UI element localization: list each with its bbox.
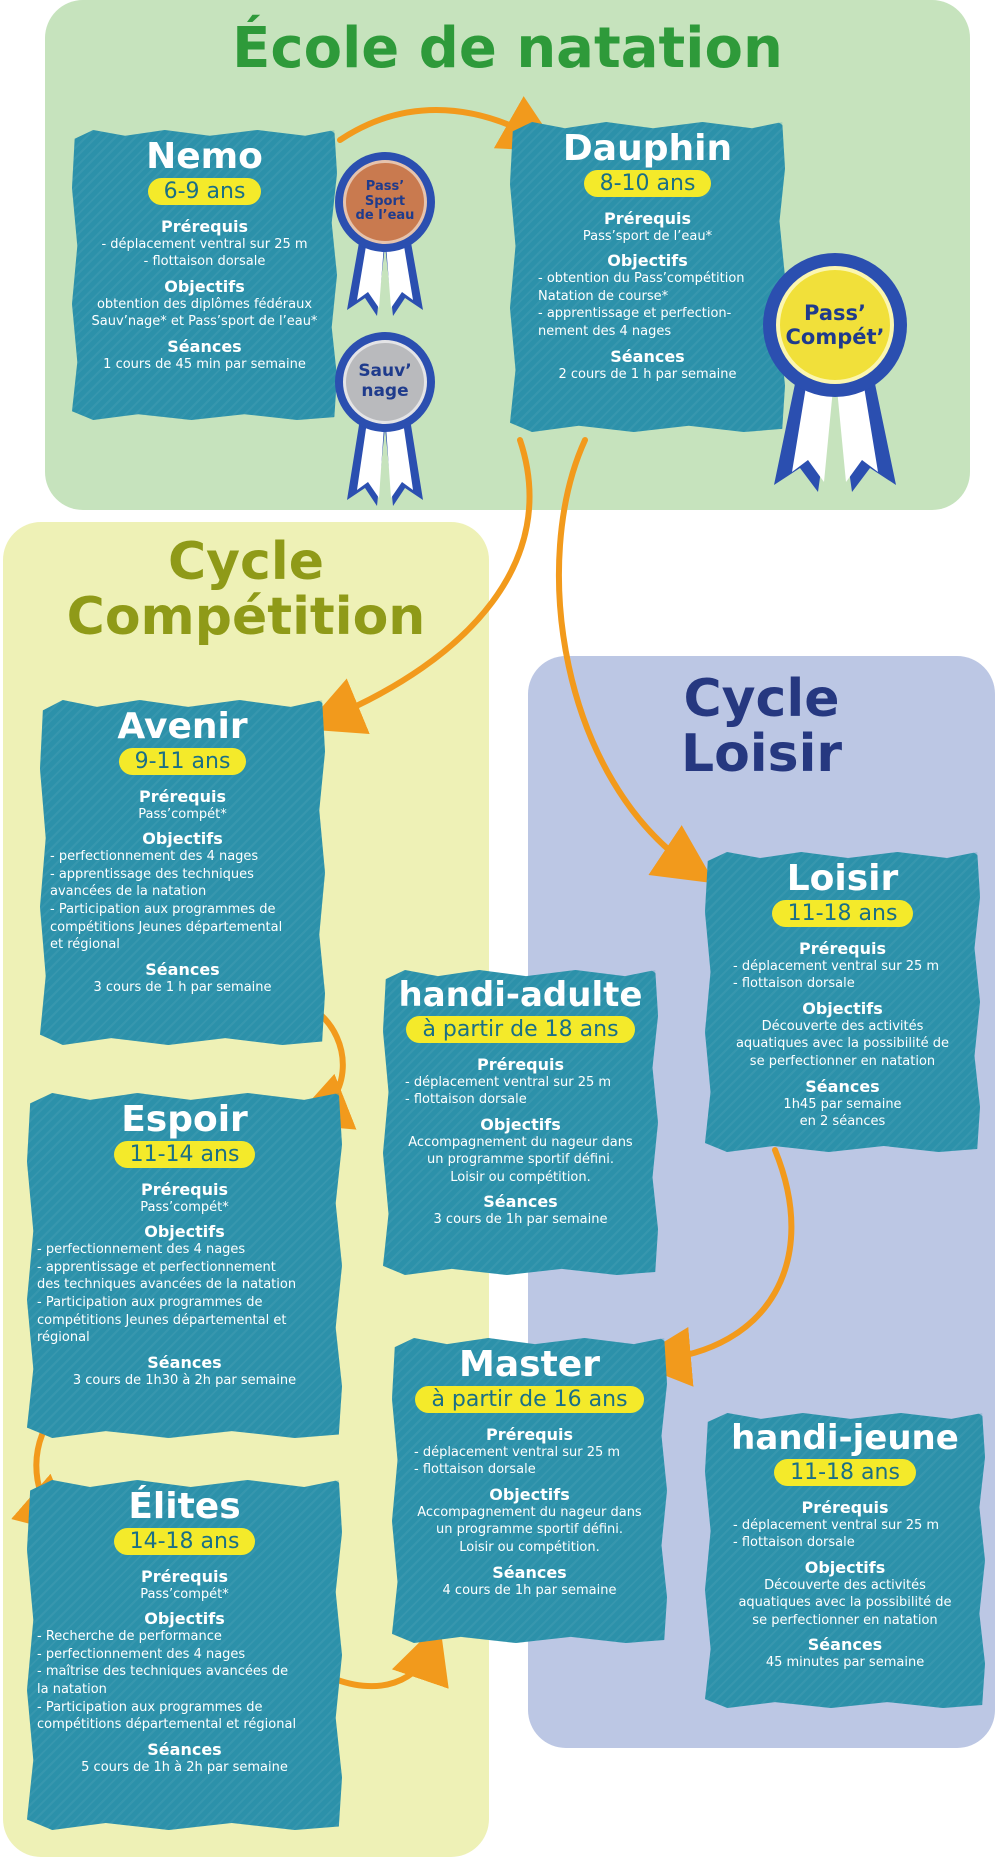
age-badge: à partir de 16 ans: [415, 1385, 644, 1413]
age-badge: 8-10 ans: [583, 169, 712, 197]
card-loisir: Loisir 11-18 ans Prérequis - déplacement…: [705, 852, 980, 1152]
age-badge: 9-11 ans: [118, 747, 247, 775]
prereq-text: Pass’compét*: [138, 806, 227, 822]
arrow-loisir-master: [631, 1147, 795, 1387]
objectifs-text: Accompagnement du nageur dans un program…: [417, 1504, 642, 1555]
loisir-title: Cycle Loisir: [680, 669, 843, 784]
objectifs-text: - obtention du Pass’compétition Natation…: [538, 271, 745, 339]
card-title: Espoir: [121, 1099, 248, 1140]
objectifs-heading: Objectifs: [164, 276, 245, 296]
prereq-heading: Prérequis: [798, 938, 887, 958]
objectifs-text: Découverte des activités aquatiques avec…: [735, 1018, 950, 1069]
prereq-text: - déplacement ventral sur 25 m - flottai…: [733, 958, 940, 992]
card-nemo: Nemo 6-9 ans Prérequis - déplacement ven…: [72, 130, 337, 420]
prereq-heading: Prérequis: [476, 1054, 565, 1074]
objectifs-text: - perfectionnement des 4 nages - apprent…: [37, 1242, 297, 1346]
objectifs-text: - Recherche de performance - perfectionn…: [37, 1629, 297, 1733]
prereq-heading: Prérequis: [140, 1566, 229, 1586]
objectifs-heading: Objectifs: [142, 829, 223, 849]
prereq-text: Pass’sport de l’eau*: [582, 228, 713, 244]
age-badge: 11-18 ans: [774, 1458, 916, 1486]
age-badge: 11-14 ans: [113, 1140, 256, 1168]
card-title: Avenir: [117, 706, 248, 747]
seances-heading: Séances: [483, 1192, 558, 1212]
card-title: Master: [459, 1344, 600, 1385]
card-title: Élites: [128, 1486, 241, 1527]
medal-face: Sauv’ nage: [343, 340, 427, 424]
age-badge: 14-18 ans: [113, 1527, 256, 1555]
card-avenir: Avenir 9-11 ans Prérequis Pass’compét* O…: [40, 700, 325, 1045]
objectifs-heading: Objectifs: [489, 1484, 570, 1504]
seances-text: 3 cours de 1h par semaine: [433, 1212, 608, 1228]
prereq-heading: Prérequis: [160, 216, 249, 236]
objectifs-heading: Objectifs: [144, 1609, 225, 1629]
arrow-dauphin-avenir: [302, 437, 533, 734]
card-title: Loisir: [786, 858, 899, 899]
seances-heading: Séances: [610, 346, 685, 366]
prereq-text: - déplacement ventral sur 25 m - flottai…: [405, 1074, 612, 1108]
objectifs-text: Accompagnement du nageur dans un program…: [408, 1134, 633, 1185]
card-dauphin: Dauphin 8-10 ans Prérequis Pass’sport de…: [510, 122, 785, 432]
seances-text: 4 cours de 1h par semaine: [442, 1582, 617, 1598]
objectifs-heading: Objectifs: [144, 1222, 225, 1242]
prereq-text: Pass’compét*: [140, 1586, 229, 1602]
medal-sauvnage: Sauv’ nage: [335, 330, 435, 510]
ecole-title: École de natation: [232, 16, 783, 81]
card-master: Master à partir de 16 ans Prérequis - dé…: [392, 1338, 667, 1643]
seances-heading: Séances: [145, 959, 220, 979]
arrow-dauphin-loisir: [555, 437, 715, 884]
prereq-text: - déplacement ventral sur 25 m - flottai…: [101, 236, 308, 270]
arrow-nemo-dauphin: [337, 96, 561, 152]
medal-face: Pass’ Sport de l’eau: [343, 160, 427, 244]
seances-text: 45 minutes par semaine: [765, 1655, 925, 1671]
prereq-heading: Prérequis: [485, 1424, 574, 1444]
prereq-heading: Prérequis: [603, 208, 692, 228]
seances-text: 3 cours de 1 h par semaine: [93, 979, 272, 995]
seances-heading: Séances: [805, 1076, 880, 1096]
card-espoir: Espoir 11-14 ans Prérequis Pass’compét* …: [27, 1093, 342, 1438]
objectifs-text: - perfectionnement des 4 nages - apprent…: [50, 849, 283, 953]
prereq-heading: Prérequis: [138, 786, 227, 806]
seances-heading: Séances: [492, 1562, 567, 1582]
seances-text: 2 cours de 1 h par semaine: [558, 366, 737, 382]
card-title: handi-jeune: [731, 1418, 959, 1458]
seances-heading: Séances: [807, 1635, 883, 1655]
card-handi-jeune: handi-jeune 11-18 ans Prérequis - déplac…: [705, 1413, 985, 1708]
objectifs-heading: Objectifs: [804, 1557, 886, 1577]
medal-pass-sport: Pass’ Sport de l’eau: [335, 150, 435, 320]
age-badge: 11-18 ans: [771, 899, 914, 927]
competition-title: Cycle Compétition: [66, 532, 426, 647]
prereq-text: Pass’compét*: [140, 1199, 229, 1215]
card-title: Nemo: [146, 136, 263, 177]
seances-heading: Séances: [147, 1352, 222, 1372]
prereq-text: - déplacement ventral sur 25 m - flottai…: [414, 1444, 621, 1478]
objectifs-heading: Objectifs: [802, 998, 883, 1018]
card-title: Dauphin: [562, 128, 733, 169]
prereq-text: - déplacement ventral sur 25 m - flottai…: [733, 1517, 940, 1551]
medal-face: Pass’ Compét’: [776, 266, 894, 384]
medal-pass-compet: Pass’ Compét’: [760, 250, 910, 495]
arrow-elites-master: [322, 1622, 449, 1690]
seances-text: 3 cours de 1h30 à 2h par semaine: [72, 1372, 297, 1388]
seances-text: 5 cours de 1h à 2h par semaine: [81, 1759, 288, 1775]
objectifs-text: Découverte des activités aquatiques avec…: [738, 1577, 952, 1628]
seances-text: 1 cours de 45 min par semaine: [103, 356, 306, 372]
card-title: handi-adulte: [398, 975, 643, 1015]
seances-heading: Séances: [147, 1739, 222, 1759]
seances-text: 1h45 par semaine en 2 séances: [783, 1096, 902, 1130]
age-badge: à partir de 18 ans: [406, 1015, 635, 1043]
seances-heading: Séances: [167, 336, 242, 356]
objectifs-heading: Objectifs: [480, 1114, 561, 1134]
card-elites: Élites 14-18 ans Prérequis Pass’compét* …: [27, 1480, 342, 1830]
prereq-heading: Prérequis: [140, 1179, 229, 1199]
objectifs-heading: Objectifs: [607, 251, 688, 271]
prereq-heading: Prérequis: [801, 1497, 889, 1517]
card-handi-adulte: handi-adulte à partir de 18 ans Prérequi…: [383, 970, 658, 1275]
objectifs-text: obtention des diplômes fédéraux Sauv’nag…: [91, 296, 318, 330]
age-badge: 6-9 ans: [147, 177, 262, 205]
